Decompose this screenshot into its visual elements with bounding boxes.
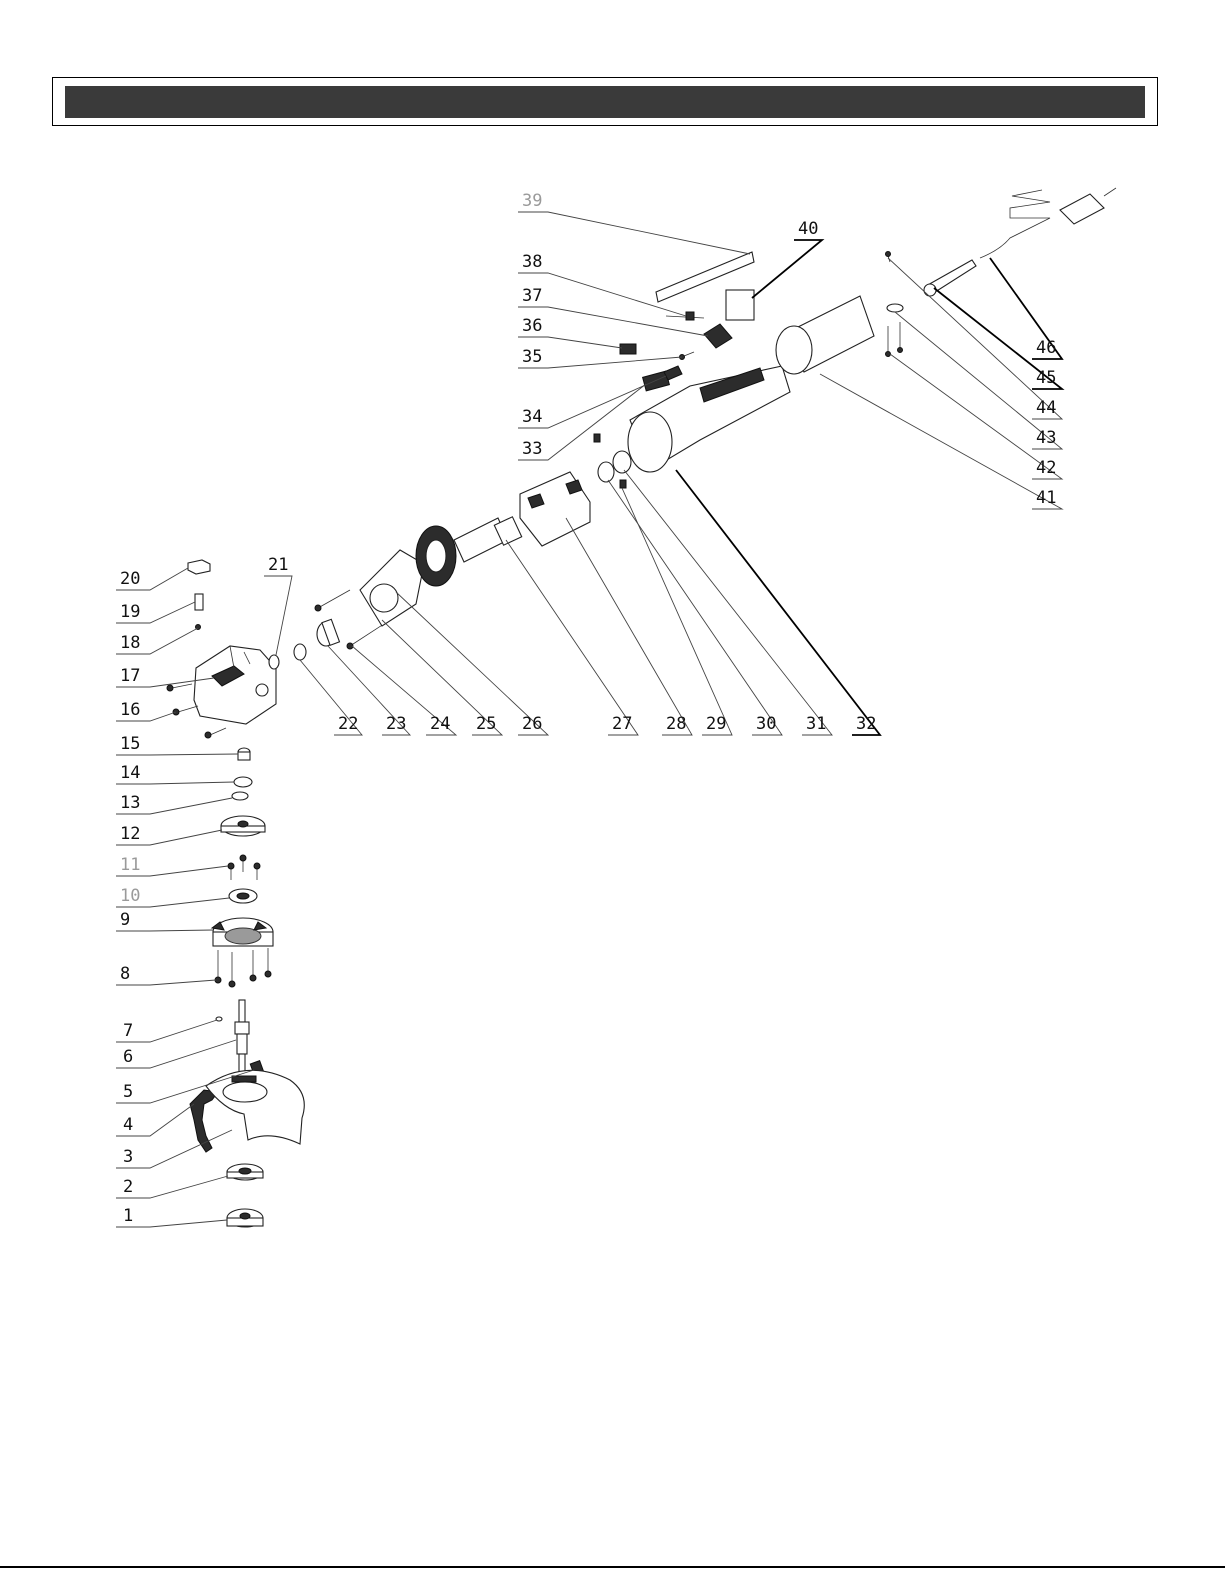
part-11-screws	[228, 855, 260, 880]
part-31-ring	[613, 451, 631, 473]
part-01-outer-flange	[227, 1209, 263, 1227]
part-30-bearing	[598, 462, 614, 482]
part-label-32: 32	[856, 714, 876, 734]
part-label-22: 22	[338, 714, 358, 734]
part-label-41: 41	[1036, 488, 1056, 508]
leader-39	[518, 212, 750, 254]
part-10-bearing	[229, 889, 257, 903]
part-label-12: 12	[120, 824, 140, 844]
part-35-screw	[680, 352, 695, 360]
part-label-45: 45	[1036, 368, 1056, 388]
part-36-capacitor	[620, 344, 636, 354]
part-label-44: 44	[1036, 398, 1056, 418]
leader-31	[624, 470, 832, 735]
part-43-cord-clamp	[887, 304, 903, 312]
part-label-15: 15	[120, 734, 140, 754]
part-label-3: 3	[123, 1147, 133, 1167]
part-label-4: 4	[123, 1115, 133, 1135]
part-label-21: 21	[268, 555, 288, 575]
part-25-baffle	[360, 550, 424, 626]
part-label-6: 6	[123, 1047, 133, 1067]
part-46-power-cord	[980, 188, 1116, 258]
part-06-spindle	[235, 1000, 249, 1076]
part-28-stator	[520, 472, 590, 546]
part-41-rear-cover	[776, 296, 874, 374]
part-15-bushing	[238, 748, 250, 760]
part-20-cap	[188, 560, 210, 574]
leader-9	[116, 930, 213, 931]
part-label-27: 27	[612, 714, 632, 734]
part-label-14: 14	[120, 763, 140, 783]
part-label-10: 10	[120, 886, 140, 906]
part-42-screws	[886, 322, 903, 357]
leader-37	[518, 307, 708, 336]
part-label-13: 13	[120, 793, 140, 813]
part-label-28: 28	[666, 714, 686, 734]
leader-15	[116, 754, 238, 755]
part-23-bearing	[317, 619, 340, 646]
part-label-20: 20	[120, 569, 140, 589]
part-13-washer	[232, 792, 248, 800]
part-26-fan	[416, 526, 456, 586]
part-label-18: 18	[120, 633, 140, 653]
part-label-2: 2	[123, 1177, 133, 1197]
leader-27	[506, 540, 638, 735]
part-label-42: 42	[1036, 458, 1056, 478]
part-09-bearing-flange	[212, 918, 273, 946]
part-label-33: 33	[522, 439, 542, 459]
part-label-46: 46	[1036, 338, 1056, 358]
part-label-38: 38	[522, 252, 542, 272]
leader-40	[752, 240, 822, 298]
leader-41	[820, 374, 1062, 509]
part-label-31: 31	[806, 714, 826, 734]
part-label-34: 34	[522, 407, 542, 427]
part-label-17: 17	[120, 666, 140, 686]
part-19-spring	[195, 594, 203, 610]
part-44-screw	[886, 252, 891, 263]
part-40-switch-block	[726, 290, 754, 320]
part-label-9: 9	[120, 910, 130, 930]
leader-35	[518, 357, 682, 368]
part-37-switch	[704, 324, 732, 348]
part-label-19: 19	[120, 602, 140, 622]
part-34-clip	[664, 366, 682, 380]
leader-6	[116, 1040, 236, 1068]
part-14-circlip	[234, 777, 252, 787]
part-17-gear-housing	[194, 646, 276, 724]
part-label-40: 40	[798, 219, 818, 239]
part-label-36: 36	[522, 316, 542, 336]
part-label-35: 35	[522, 347, 542, 367]
part-22-washer	[294, 644, 306, 660]
part-label-7: 7	[123, 1021, 133, 1041]
part-label-1: 1	[123, 1206, 133, 1226]
part-label-30: 30	[756, 714, 776, 734]
leader-8	[116, 980, 216, 985]
bottom-rule	[0, 1566, 1225, 1568]
part-label-16: 16	[120, 700, 140, 720]
part-12-cover-plate	[221, 816, 265, 836]
part-label-37: 37	[522, 286, 542, 306]
part-label-26: 26	[522, 714, 542, 734]
leader-30	[608, 480, 782, 735]
part-45-cord-sleeve	[924, 260, 976, 296]
part-03-wheel-guard	[206, 1070, 304, 1144]
part-02-inner-flange	[227, 1164, 263, 1180]
part-label-8: 8	[120, 964, 130, 984]
part-label-29: 29	[706, 714, 726, 734]
part-27-armature	[454, 517, 522, 562]
part-label-5: 5	[123, 1082, 133, 1102]
part-label-11: 11	[120, 855, 140, 875]
part-label-39: 39	[522, 191, 542, 211]
part-label-24: 24	[430, 714, 450, 734]
part-08-screws	[215, 948, 271, 987]
leader-32	[676, 470, 880, 735]
part-21-nut	[269, 655, 279, 669]
part-label-25: 25	[476, 714, 496, 734]
leader-21	[264, 576, 292, 655]
part-label-43: 43	[1036, 428, 1056, 448]
leader-28	[566, 518, 692, 735]
part-label-23: 23	[386, 714, 406, 734]
